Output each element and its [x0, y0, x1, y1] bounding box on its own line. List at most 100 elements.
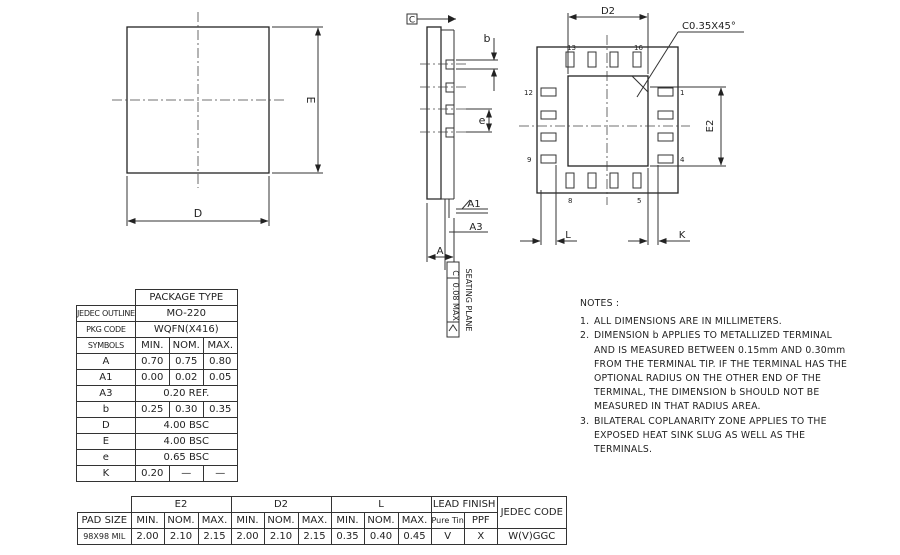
jedec-code-cell: W(V)GGC	[496, 528, 567, 545]
notes-title: NOTES :	[580, 298, 620, 309]
nom-cell: 0.75	[168, 353, 204, 370]
table-row: K 0.20 — —	[76, 465, 238, 482]
value-cell: 2.00	[130, 528, 165, 545]
jedec-outline-value: MO-220	[134, 305, 238, 322]
pkg-code-value: WQFN(X416)	[134, 321, 238, 338]
symbol-cell: K	[76, 465, 136, 482]
table-row: b 0.25 0.30 0.35	[76, 401, 238, 418]
dim-e-label: E	[304, 97, 317, 104]
dim-a1-label: A1	[467, 199, 480, 210]
column-header: MIN.	[230, 512, 265, 529]
symbol-cell: E	[76, 433, 136, 450]
group-d2: D2	[230, 496, 332, 513]
note-number: 3.	[580, 415, 590, 427]
package-body-side	[426, 26, 442, 200]
note-number: 2.	[580, 330, 590, 342]
symbol-cell: A3	[76, 385, 136, 402]
nom-cell: 0.30	[168, 401, 204, 418]
column-header: NOM.	[363, 512, 399, 529]
column-header: MIN.	[130, 512, 165, 529]
table-row: A1 0.00 0.02 0.05	[76, 369, 238, 386]
top-view: D E	[112, 12, 323, 226]
pin-1-label: 1	[680, 89, 684, 97]
column-header: PPF	[463, 512, 498, 529]
column-header: MAX.	[297, 512, 332, 529]
note-number: 1.	[580, 316, 590, 328]
value-cell: 2.10	[163, 528, 199, 545]
pad-size-header: PAD SIZE	[77, 512, 132, 529]
pin-16-label: 16	[634, 44, 643, 52]
column-header: Pure Tin	[430, 512, 465, 529]
exposed-pad	[567, 75, 649, 167]
group-l: L	[330, 496, 432, 513]
nom-cell: —	[168, 465, 204, 482]
package-body-bottom	[536, 46, 679, 194]
max-cell: 0.05	[202, 369, 238, 386]
pad-size-table: E2 D2 L LEAD FINISH JEDEC CODE PAD SIZE …	[77, 496, 567, 545]
note-text: DIMENSION b APPLIES TO METALLIZED TERMIN…	[594, 330, 848, 413]
max-cell: 0.35	[202, 401, 238, 418]
pin-8-label: 8	[568, 197, 572, 205]
max-header: MAX.	[202, 337, 238, 354]
min-cell: 0.70	[134, 353, 170, 370]
note-item: 2. DIMENSION b APPLIES TO METALLIZED TER…	[580, 329, 850, 414]
pin-12-label: 12	[524, 89, 533, 97]
dim-d2-label: D2	[601, 6, 615, 17]
span-cell: 4.00 BSC	[134, 417, 238, 434]
pin-5-label: 5	[637, 197, 641, 205]
table-row: E 4.00 BSC	[76, 433, 238, 450]
value-cell: 2.15	[197, 528, 232, 545]
table-row: 98X98 MIL 2.00 2.10 2.15 2.00 2.10 2.15 …	[77, 528, 567, 545]
value-cell: 0.40	[363, 528, 399, 545]
package-dimension-table: PACKAGE TYPE JEDEC OUTLINE MO-220 PKG CO…	[76, 289, 238, 482]
value-cell: X	[463, 528, 498, 545]
max-cell: —	[202, 465, 238, 482]
side-view: C b e A1	[406, 13, 498, 338]
dim-a-label: A	[437, 246, 444, 257]
dim-l-label: L	[565, 230, 571, 241]
note-text: ALL DIMENSIONS ARE IN MILLIMETERS.	[594, 316, 782, 328]
seating-plane-label: SEATING PLANE	[464, 269, 473, 332]
symbol-cell: b	[76, 401, 136, 418]
pin-4-label: 4	[680, 156, 685, 164]
nom-header: NOM.	[168, 337, 204, 354]
value-cell: 2.15	[297, 528, 332, 545]
dim-e2-label: E2	[705, 120, 716, 133]
dim-d-label: D	[194, 207, 202, 220]
pin-9-label: 9	[527, 156, 531, 164]
coplanarity-frame	[446, 261, 460, 338]
table-row: A3 0.20 REF.	[76, 385, 238, 402]
dim-k-label: K	[679, 230, 686, 241]
note-text: BILATERAL COPLANARITY ZONE APPLIES TO TH…	[594, 415, 827, 456]
symbol-cell: D	[76, 417, 136, 434]
datum-c-label: C	[409, 16, 415, 26]
symbol-cell: A1	[76, 369, 136, 386]
span-cell: 0.65 BSC	[134, 449, 238, 466]
dim-e-pitch-label: e	[479, 114, 486, 127]
symbol-cell: e	[76, 449, 136, 466]
package-type-title: PACKAGE TYPE	[134, 289, 238, 306]
group-e2: E2	[130, 496, 232, 513]
pad-size-cell: 98X98 MIL	[77, 528, 132, 545]
dim-a3-label: A3	[469, 222, 482, 233]
value-cell: V	[430, 528, 465, 545]
group-jedec-code: JEDEC CODE	[496, 496, 567, 529]
value-cell: 0.45	[397, 528, 432, 545]
notes-block: NOTES : 1. ALL DIMENSIONS ARE IN MILLIME…	[580, 297, 850, 457]
value-cell: 0.35	[330, 528, 365, 545]
table-row: A 0.70 0.75 0.80	[76, 353, 238, 370]
symbols-header: SYMBOLS	[76, 337, 136, 354]
table-row: e 0.65 BSC	[76, 449, 238, 466]
column-header: MAX.	[397, 512, 432, 529]
bottom-view: 1 4 5 8 9 12 13 16 D2 E2 C0.35X45° L K	[519, 6, 744, 245]
coplanarity-value: 0.08 MAX.	[451, 283, 460, 324]
note-item: 3. BILATERAL COPLANARITY ZONE APPLIES TO…	[580, 415, 850, 458]
column-header: NOM.	[163, 512, 199, 529]
value-cell: 2.00	[230, 528, 265, 545]
min-cell: 0.20	[134, 465, 170, 482]
column-header: MAX.	[197, 512, 232, 529]
coplanarity-datum: C	[451, 270, 460, 276]
table-row: D 4.00 BSC	[76, 417, 238, 434]
chamfer-label: C0.35X45°	[682, 21, 736, 32]
